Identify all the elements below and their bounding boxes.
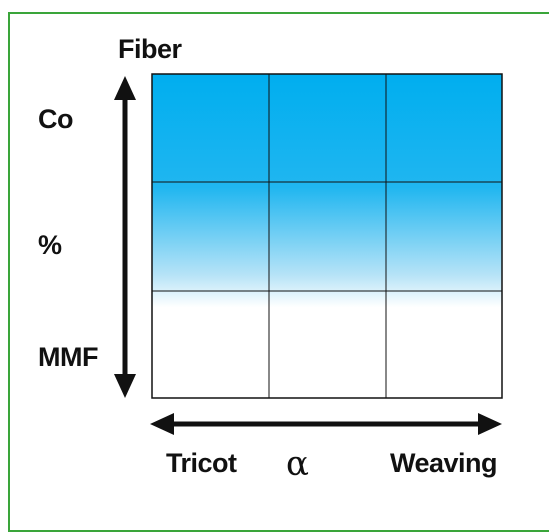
arrow-up-icon — [114, 76, 136, 100]
arrow-right-icon — [478, 413, 502, 435]
y-label-middle: % — [38, 230, 62, 260]
diagram-title: Fiber — [118, 34, 182, 64]
y-label-top: Co — [38, 104, 74, 134]
diagram-graphic — [114, 73, 503, 435]
x-label-right: Weaving — [390, 448, 498, 478]
y-label-bottom: MMF — [38, 342, 98, 372]
x-label-left: Tricot — [166, 448, 237, 478]
arrow-down-icon — [114, 374, 136, 398]
arrow-left-icon — [150, 413, 174, 435]
gradient-grid — [151, 73, 503, 399]
x-label-middle: α — [286, 444, 309, 484]
